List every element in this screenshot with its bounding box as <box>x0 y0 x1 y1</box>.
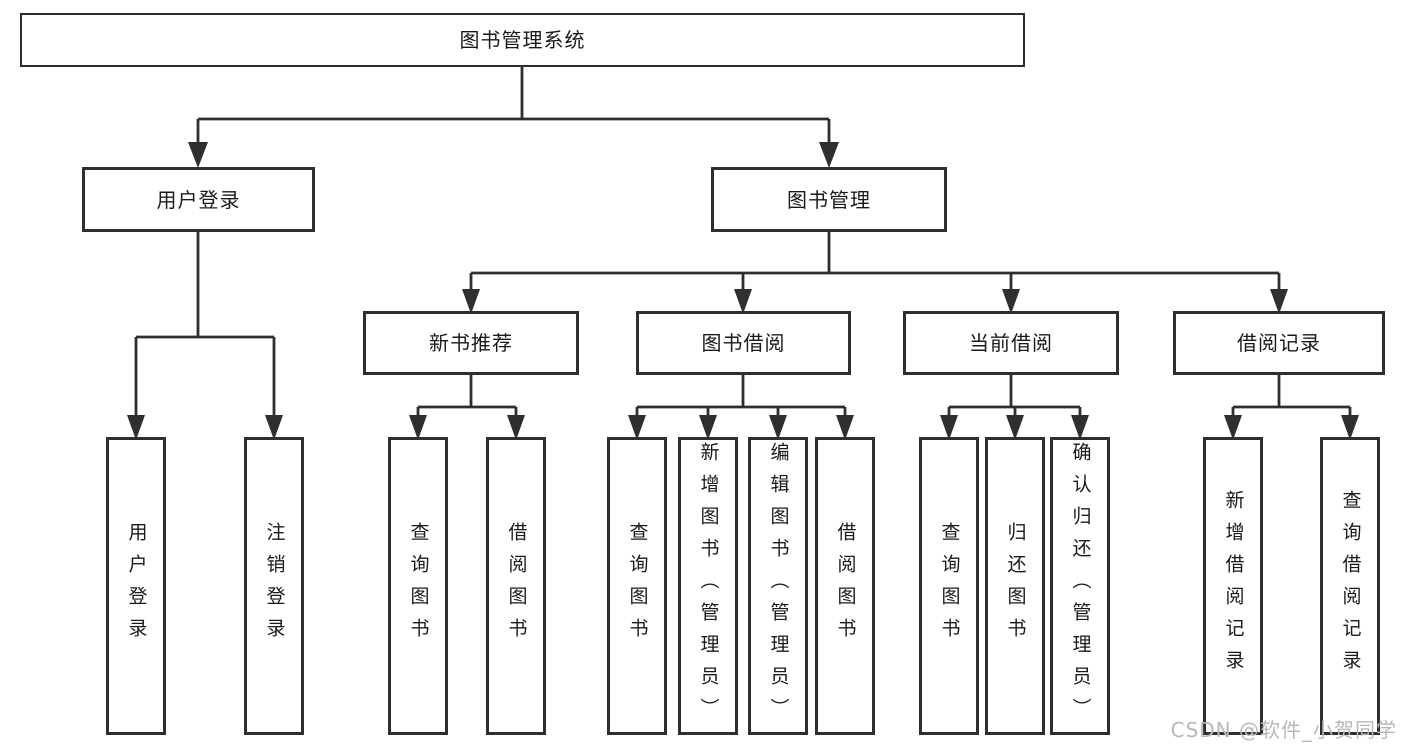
node-current-borrowing: 当前借阅 <box>903 311 1119 375</box>
leaf-edit-books-admin: 编辑图书（管理员） <box>748 437 808 735</box>
node-book-borrowing: 图书借阅 <box>636 311 851 375</box>
leaf-recommend-borrow-books: 借阅图书 <box>486 437 546 735</box>
node-book-management: 图书管理 <box>711 167 947 232</box>
node-label: 用户登录 <box>125 522 148 650</box>
node-label: 新增借阅记录 <box>1222 490 1245 682</box>
leaf-recommend-query-books: 查询图书 <box>388 437 448 735</box>
node-label: 当前借阅 <box>969 331 1053 355</box>
node-label: 注销登录 <box>263 522 286 650</box>
node-label: 借阅记录 <box>1237 331 1321 355</box>
node-label: 归还图书 <box>1004 522 1027 650</box>
leaf-add-borrow-record: 新增借阅记录 <box>1203 437 1263 735</box>
node-label: 借阅图书 <box>834 522 857 650</box>
node-new-book-recommendation: 新书推荐 <box>363 311 579 375</box>
node-library-management-system: 图书管理系统 <box>20 13 1025 67</box>
node-label: 图书管理系统 <box>459 28 586 52</box>
leaf-confirm-return-admin: 确认归还（管理员） <box>1050 437 1110 735</box>
node-label: 图书管理 <box>787 187 871 212</box>
leaf-borrowing-query-books: 查询图书 <box>607 437 667 735</box>
node-label: 编辑图书（管理员） <box>767 442 790 730</box>
node-label: 查询图书 <box>626 522 649 650</box>
node-user-login: 用户登录 <box>82 167 315 232</box>
leaf-return-books: 归还图书 <box>985 437 1045 735</box>
node-label: 借阅图书 <box>505 522 528 650</box>
leaf-user-login: 用户登录 <box>106 437 166 735</box>
node-label: 查询借阅记录 <box>1339 490 1362 682</box>
node-label: 查询图书 <box>938 522 961 650</box>
csdn-watermark: CSDN @软件_小贺同学 <box>1170 718 1397 742</box>
leaf-current-query-books: 查询图书 <box>919 437 979 735</box>
leaf-query-borrow-record: 查询借阅记录 <box>1320 437 1380 735</box>
leaf-logout: 注销登录 <box>244 437 304 735</box>
node-label: 查询图书 <box>407 522 430 650</box>
node-label: 新增图书（管理员） <box>697 442 720 730</box>
node-label: 新书推荐 <box>429 331 513 355</box>
node-label: 图书借阅 <box>701 331 786 355</box>
node-label: 用户登录 <box>156 187 241 212</box>
node-borrowing-records: 借阅记录 <box>1173 311 1385 375</box>
leaf-add-books-admin: 新增图书（管理员） <box>678 437 738 735</box>
leaf-borrowing-borrow-books: 借阅图书 <box>815 437 875 735</box>
node-label: 确认归还（管理员） <box>1069 442 1092 730</box>
